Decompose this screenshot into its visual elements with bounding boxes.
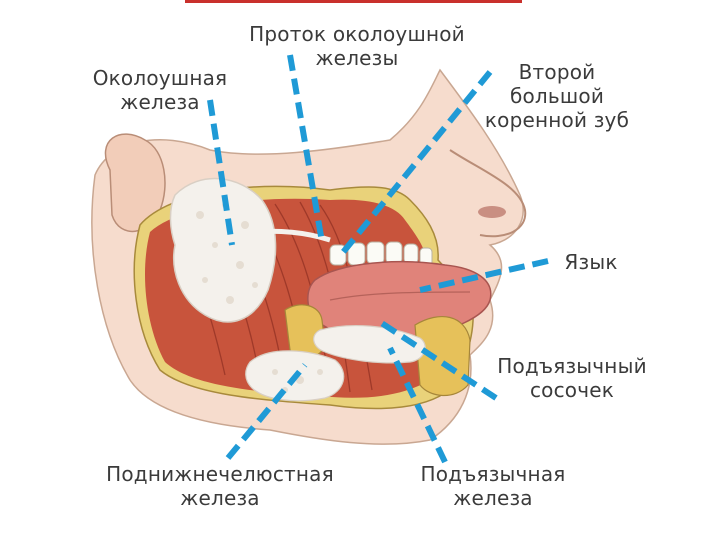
label-sublingual-gland: Подъязычная железа [408, 462, 578, 510]
label-parotid-gland: Околоушная железа [80, 66, 240, 114]
label-second-molar: Второй большой коренной зуб [462, 60, 652, 132]
label-submandibular-gland: Поднижнечелюстная железа [90, 462, 350, 510]
label-sublingual-papilla: Подъязычный сосочек [472, 354, 672, 402]
chin-bone [415, 317, 470, 396]
label-tongue: Язык [556, 250, 626, 274]
label-parotid-duct: Проток околоушной железы [232, 22, 482, 70]
nostril [478, 206, 506, 218]
